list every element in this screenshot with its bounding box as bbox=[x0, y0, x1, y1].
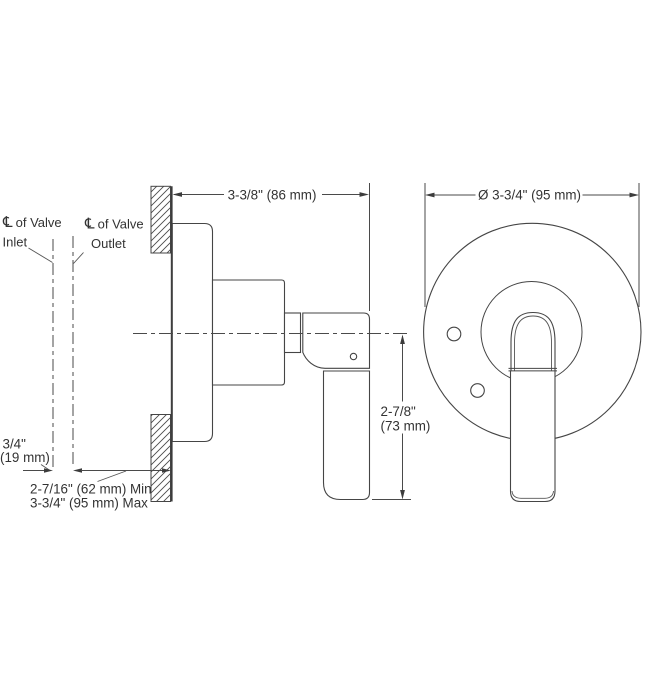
arrow-right-icon bbox=[44, 468, 53, 473]
svg-text:℄of Valve: ℄of Valve bbox=[2, 214, 62, 231]
wall-depth-max-label: 3-3/4" (95 mm) Max bbox=[30, 496, 148, 511]
centerline-symbol: ℄ bbox=[84, 216, 95, 233]
leader-line bbox=[97, 470, 127, 482]
svg-text:Outlet: Outlet bbox=[91, 236, 126, 251]
set-screw-icon bbox=[349, 352, 358, 361]
dimension-depth: 3-3/8" (86 mm) bbox=[172, 183, 370, 311]
arrow-left-icon bbox=[73, 468, 82, 473]
dimension-wall-depth: 2-7/16" (62 mm) Min 3-3/4" (95 mm) Max bbox=[30, 468, 171, 511]
arrow-up-icon bbox=[400, 334, 405, 344]
escutcheon-side bbox=[171, 222, 214, 443]
screw-hole-icon bbox=[446, 326, 462, 342]
handle-drop-label-line1: 2-7/8" bbox=[381, 404, 417, 419]
wall-depth-min-label: 2-7/16" (62 mm) Min bbox=[30, 482, 152, 497]
wall-hatch-upper bbox=[150, 185, 171, 254]
diameter-dimension-label: Ø 3-3/4" (95 mm) bbox=[478, 188, 581, 203]
dimension-escutcheon-diameter: Ø 3-3/4" (95 mm) bbox=[424, 183, 640, 307]
offset-label-line2: (19 mm) bbox=[0, 450, 50, 465]
depth-dimension-label: 3-3/8" (86 mm) bbox=[228, 188, 317, 203]
dimension-centerline-offset: 3/4" (19 mm) bbox=[0, 437, 53, 473]
arrow-right-icon bbox=[629, 192, 639, 198]
handle-hub-side bbox=[302, 312, 371, 369]
inlet-centerline-label: ℄of Valve Inlet bbox=[2, 214, 62, 263]
lever-bottom-inner-line bbox=[511, 490, 554, 499]
arrow-left-icon bbox=[172, 192, 182, 197]
handle-drop-label-line2: (73 mm) bbox=[381, 419, 431, 434]
arrow-left-icon bbox=[425, 192, 435, 198]
svg-text:Inlet: Inlet bbox=[3, 235, 28, 250]
handle-lever-side bbox=[322, 370, 371, 501]
side-view: 3-3/8" (86 mm) 2-7/8" (73 mm) ℄of Valve … bbox=[0, 183, 430, 511]
arrow-right-icon bbox=[359, 192, 369, 197]
wall-hatch-lower bbox=[150, 414, 171, 502]
handle-dome-front bbox=[510, 311, 556, 371]
valve-body-cylinder bbox=[211, 279, 286, 386]
arrow-down-icon bbox=[400, 490, 405, 500]
handle-dome-inner-line bbox=[514, 315, 552, 371]
leader-line bbox=[28, 247, 53, 263]
leader-line bbox=[73, 252, 84, 264]
dimension-handle-drop: 2-7/8" (73 mm) bbox=[372, 334, 431, 500]
handle-lever-front bbox=[509, 371, 556, 503]
valve-stem bbox=[283, 312, 302, 354]
screw-hole-icon bbox=[470, 383, 485, 398]
outlet-centerline-label: ℄of Valve Outlet bbox=[73, 216, 144, 264]
svg-text:℄of Valve: ℄of Valve bbox=[84, 216, 144, 233]
arrow-right-icon bbox=[162, 468, 171, 473]
front-view: Ø 3-3/4" (95 mm) bbox=[423, 183, 642, 503]
centerline-symbol: ℄ bbox=[2, 214, 13, 231]
offset-label-line1: 3/4" bbox=[3, 437, 27, 452]
